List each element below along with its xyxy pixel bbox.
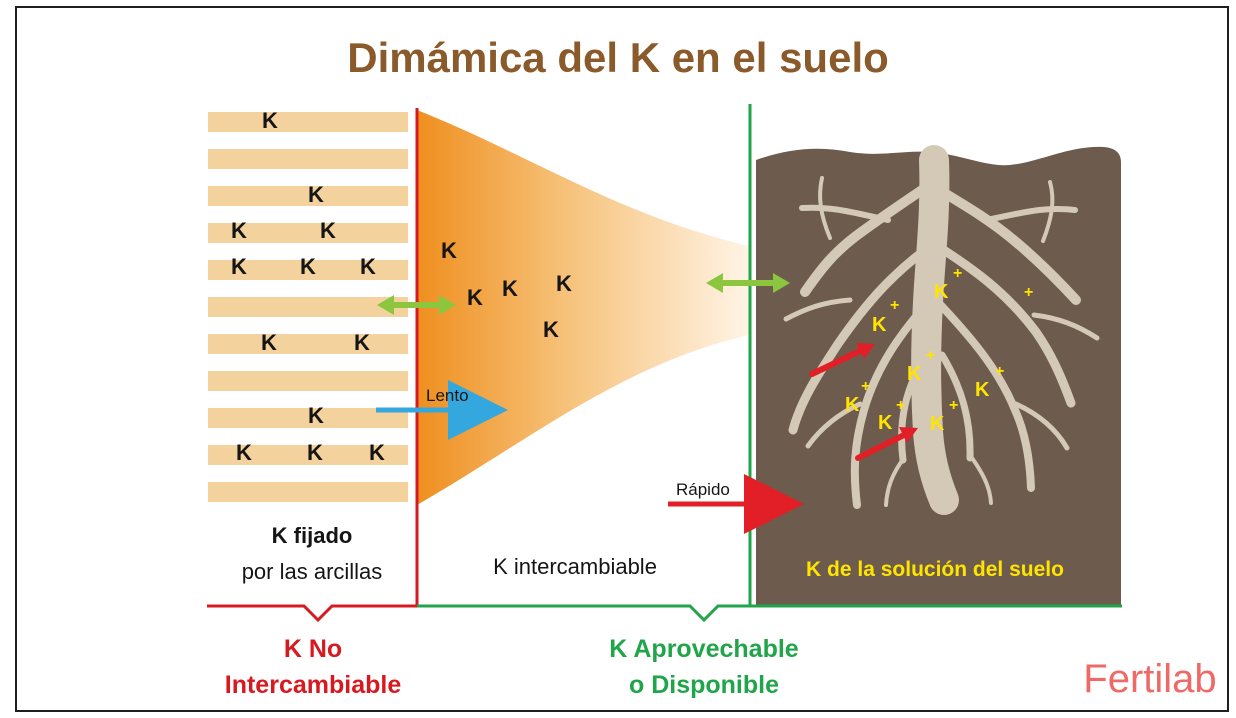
root-k-markers: K + K + + K + K + K + K + K +	[845, 265, 1033, 435]
k-ion-exchangeable-1: K	[441, 238, 457, 263]
clay-layer-1	[208, 112, 408, 132]
k-ion-fixed-6: K	[300, 254, 316, 279]
k-ion-fixed-1: K	[262, 108, 278, 133]
clay-layer-3	[208, 186, 408, 206]
solution-exchange-arrow	[706, 273, 790, 293]
k-ion-root-plus-4: +	[926, 347, 935, 364]
root-system	[783, 145, 1100, 515]
fixed-zone-label-line1: K fijado	[272, 523, 353, 548]
k-ion-fixed-8: K	[261, 330, 277, 355]
k-ion-exchangeable-5: K	[543, 317, 559, 342]
brand-logo-text: Fertilab	[1083, 657, 1216, 701]
k-ion-fixed-12: K	[307, 440, 323, 465]
k-ion-fixed-10: K	[308, 403, 324, 428]
k-ion-root-plus-6: +	[861, 378, 870, 395]
k-ion-root-6: K	[878, 412, 893, 434]
k-ion-root-4: K	[975, 379, 990, 401]
k-ion-root-5: K	[845, 394, 860, 416]
clay-exchange-arrow	[377, 295, 456, 315]
k-ion-root-plus-3: +	[1024, 284, 1033, 301]
fixed-k-markers: K K K K K K K K K K K K K	[231, 108, 385, 465]
clay-layer-9	[208, 408, 408, 428]
exchangeable-zone-label: K intercambiable	[493, 554, 657, 579]
available-bracket	[417, 604, 1122, 623]
k-ion-exchangeable-3: K	[502, 276, 518, 301]
clay-layer-4	[208, 223, 408, 243]
k-ion-root-plus-2: +	[890, 297, 899, 314]
k-ion-root-plus-8: +	[949, 397, 958, 414]
k-ion-fixed-11: K	[236, 440, 252, 465]
k-ion-root-plus-1: +	[953, 265, 962, 282]
available-label-line1: K Aprovechable	[609, 635, 799, 663]
k-ion-fixed-9: K	[354, 330, 370, 355]
root-uptake-arrow-2	[855, 432, 907, 461]
non-exchangeable-label-line1: K No	[284, 635, 342, 663]
k-ion-fixed-2: K	[308, 182, 324, 207]
clay-layer-2	[208, 149, 408, 169]
k-ion-fixed-13: K	[369, 440, 385, 465]
frame-bottom-border	[15, 710, 1229, 712]
k-ion-exchangeable-2: K	[467, 285, 483, 310]
frame-top-border	[15, 6, 1229, 8]
root-uptake-arrow-1	[809, 347, 865, 377]
root-uptake-arrows	[809, 343, 918, 461]
clay-layer-8	[208, 371, 408, 391]
k-ion-root-2: K	[872, 314, 887, 336]
k-ion-root-plus-7: +	[896, 397, 905, 414]
clay-layer-10	[208, 445, 408, 465]
k-ion-root-3: K	[907, 363, 922, 385]
clay-layer-stack	[208, 112, 408, 502]
fixed-zone-label-line2: por las arcillas	[242, 559, 383, 584]
k-ion-fixed-3: K	[231, 218, 247, 243]
k-ion-fixed-7: K	[360, 254, 376, 279]
page-title: Dimámica del K en el suelo	[347, 34, 889, 81]
non-exchangeable-bracket	[207, 604, 417, 623]
non-exchangeable-label-line2: Intercambiable	[225, 671, 402, 699]
k-ion-fixed-5: K	[231, 254, 247, 279]
available-label-line2: o Disponible	[629, 671, 779, 699]
frame-left-border	[15, 6, 17, 712]
slow-label: Lento	[426, 386, 469, 405]
k-ion-exchangeable-4: K	[556, 271, 572, 296]
clay-layer-7	[208, 334, 408, 354]
clay-layer-5	[208, 260, 408, 280]
frame-right-border	[1227, 6, 1229, 712]
fast-label: Rápido	[676, 480, 730, 499]
exchangeable-k-markers: K K K K K	[441, 238, 572, 342]
k-ion-fixed-4: K	[320, 218, 336, 243]
k-ion-root-1: K	[934, 281, 949, 303]
solution-zone-label: K de la solución del suelo	[806, 558, 1064, 581]
clay-layer-6	[208, 297, 408, 317]
k-ion-root-plus-5: +	[995, 363, 1004, 380]
k-ion-root-7: K	[930, 413, 945, 435]
clay-layer-11	[208, 482, 408, 502]
